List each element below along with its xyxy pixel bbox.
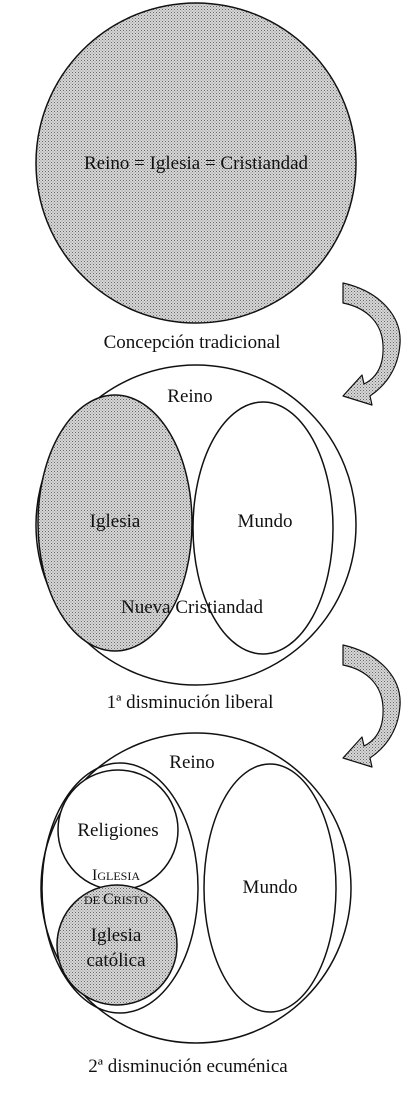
iglesia-de-cristo-label: IGLESIA: [92, 867, 140, 884]
mundo-label: Mundo: [243, 877, 298, 898]
religiones-label: Religiones: [77, 820, 158, 841]
diagram-liberal: Reino Iglesia Mundo Nueva Cristiandad 1ª…: [35, 364, 357, 713]
curved-arrow-icon: [342, 282, 401, 406]
reino-label: Reino: [167, 386, 212, 407]
curved-arrow-icon: [342, 644, 401, 768]
nueva-cristiandad-label: Nueva Cristiandad: [121, 597, 263, 618]
reino-iglesia-cristiandad-circle: [35, 2, 357, 324]
iglesia-ellipse: [37, 394, 193, 652]
caption-liberal: 1ª disminución liberal: [107, 692, 274, 713]
mundo-label: Mundo: [238, 511, 293, 532]
reino-label: Reino: [169, 752, 214, 773]
iglesia-de-cristo-label: DE CRISTO: [84, 891, 148, 908]
iglesia-catolica-circle: [56, 884, 178, 1006]
iglesia-catolica-label: católica: [86, 950, 146, 971]
reino-iglesia-cristiandad-label: Reino = Iglesia = Cristiandad: [84, 153, 309, 174]
iglesia-label: Iglesia: [90, 511, 141, 532]
mundo-ellipse: [203, 763, 337, 1013]
caption-ecumenical: 2ª disminución ecuménica: [88, 1056, 288, 1077]
caption-traditional: Concepción tradicional: [104, 332, 281, 353]
iglesia-catolica-label: Iglesia: [91, 925, 142, 946]
diagram-traditional: Reino = Iglesia = Cristiandad Concepción…: [35, 2, 357, 353]
diagram-ecumenical: Reino Religiones IGLESIA DE CRISTO Igles…: [40, 732, 352, 1077]
mundo-ellipse: [192, 401, 334, 655]
iglesia-de-cristo-ellipse: [41, 762, 199, 1014]
